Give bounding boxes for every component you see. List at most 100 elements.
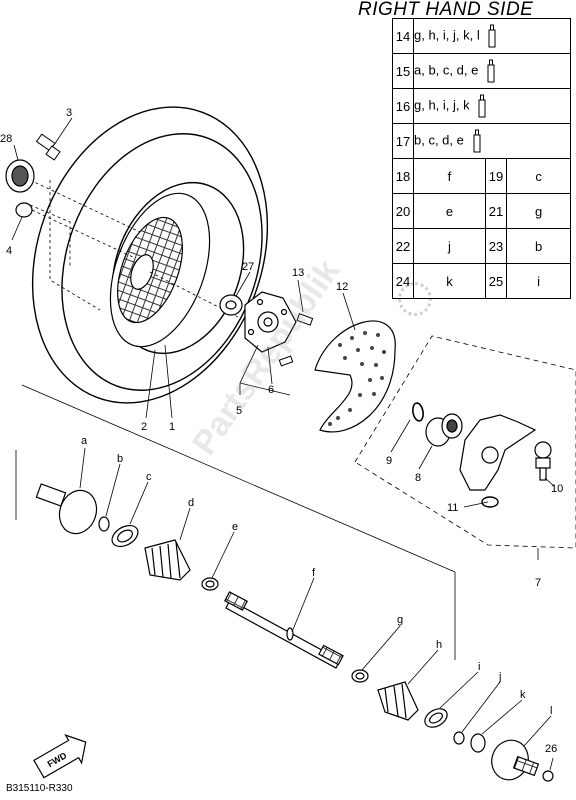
callout-4: 4 — [6, 245, 12, 257]
page-title: RIGHT HAND SIDE — [358, 0, 534, 20]
callout-i: i — [478, 661, 480, 673]
legend-row: 22 j 23 b — [392, 228, 571, 264]
legend-codes: b, c, d, e — [413, 123, 571, 159]
legend-num: 15 — [392, 53, 414, 89]
callout-g: g — [397, 614, 403, 626]
grease-tube-icon — [487, 59, 495, 83]
circlip — [412, 402, 424, 422]
legend-num: 21 — [484, 193, 508, 229]
legend-row: 20 e 21 g — [392, 193, 571, 229]
legend-num: 16 — [392, 88, 414, 124]
callout-labels: 3 28 4 27 13 12 6 5 2 1 9 8 10 11 7 a b … — [0, 107, 563, 755]
callout-j: j — [498, 671, 501, 683]
tire — [31, 106, 269, 404]
brake-disc — [314, 320, 396, 433]
legend-value: g — [506, 193, 571, 229]
legend-row: 15 a, b, c, d, e — [392, 53, 571, 89]
callout-f: f — [312, 567, 316, 579]
callout-27: 27 — [242, 261, 254, 273]
callout-1: 1 — [169, 421, 175, 433]
axle-shaft — [224, 591, 344, 669]
legend-value: c — [506, 158, 571, 194]
cv-joint-outer — [491, 739, 540, 781]
cv-joint-inner — [35, 483, 98, 535]
axle-nut — [542, 770, 554, 782]
legend-table: 14 g, h, i, j, k, l 15 a, b, c, d, e 16 … — [392, 18, 571, 299]
snap-ring — [481, 496, 499, 508]
grease-tube-icon — [488, 24, 496, 48]
legend-num: 25 — [484, 263, 508, 299]
ring-k — [470, 733, 486, 753]
wheel-nut — [15, 202, 33, 218]
legend-codes-text: g, h, i, j, k — [414, 97, 470, 113]
legend-codes: g, h, i, j, k — [413, 88, 571, 124]
legend-num: 17 — [392, 123, 414, 159]
forward-arrow-icon: FWD — [33, 734, 87, 779]
callout-3: 3 — [66, 107, 72, 119]
diagram-code: B315110-R330 — [6, 783, 73, 794]
legend-codes-text: a, b, c, d, e — [414, 62, 479, 78]
callout-9: 9 — [386, 455, 392, 467]
legend-num: 19 — [484, 158, 508, 194]
legend-codes: a, b, c, d, e — [413, 53, 571, 89]
ring-j — [453, 731, 465, 745]
callout-8: 8 — [415, 472, 421, 484]
callout-d: d — [188, 497, 194, 509]
bearing — [425, 413, 463, 447]
legend-num: 18 — [392, 158, 414, 194]
boot-clamp-e — [201, 577, 219, 591]
wheel-rim — [109, 192, 211, 348]
legend-codes-text: b, c, d, e — [414, 132, 464, 148]
legend-num: 22 — [392, 228, 414, 264]
legend-codes: g, h, i, j, k, l — [413, 18, 571, 54]
legend-value: j — [413, 228, 486, 264]
callout-a: a — [81, 435, 88, 447]
wheel-hub — [244, 291, 297, 353]
legend-row: 24 k 25 i — [392, 263, 571, 299]
legend-num: 24 — [392, 263, 414, 299]
legend-num: 20 — [392, 193, 414, 229]
legend-value: k — [413, 263, 486, 299]
legend-row: 18 f 19 c — [392, 158, 571, 194]
ball-joint — [534, 441, 552, 481]
callout-26: 26 — [545, 743, 557, 755]
legend-value: b — [506, 228, 571, 264]
stud-bolt — [35, 133, 61, 161]
callout-7: 7 — [535, 577, 541, 589]
callout-h: h — [436, 639, 442, 651]
callout-11: 11 — [447, 502, 458, 514]
callout-12: 12 — [336, 281, 348, 293]
callout-k: k — [520, 689, 526, 701]
callout-10: 10 — [551, 483, 563, 495]
hub-nut — [219, 294, 243, 316]
legend-value: i — [506, 263, 571, 299]
clamp-g — [351, 669, 369, 683]
callout-e: e — [232, 521, 238, 533]
steering-knuckle — [459, 414, 537, 491]
grease-tube-icon — [478, 94, 486, 118]
legend-row: 14 g, h, i, j, k, l — [392, 18, 571, 54]
ring-b — [98, 516, 110, 532]
leader-lines — [11, 117, 555, 771]
callout-2: 2 — [141, 421, 147, 433]
boot-clamp-c — [111, 524, 139, 548]
grease-tube-icon — [473, 129, 480, 153]
legend-row: 17 b, c, d, e — [392, 123, 571, 159]
clamp-i — [424, 708, 448, 728]
cv-boot-d — [144, 539, 191, 581]
callout-c: c — [146, 471, 152, 483]
driveshaft-group-box — [21, 384, 456, 660]
legend-row: 16 g, h, i, j, k — [392, 88, 571, 124]
callout-6: 6 — [268, 384, 274, 396]
legend-num: 14 — [392, 18, 414, 54]
callout-28: 28 — [0, 133, 12, 145]
legend-num: 23 — [484, 228, 508, 264]
cv-boot-h — [377, 681, 419, 721]
knuckle-group-box — [354, 335, 576, 549]
wheel-cap — [5, 159, 35, 193]
callout-13: 13 — [292, 267, 304, 279]
callout-b: b — [117, 453, 123, 465]
callout-l: l — [550, 705, 552, 717]
legend-codes-text: g, h, i, j, k, l — [414, 27, 480, 43]
